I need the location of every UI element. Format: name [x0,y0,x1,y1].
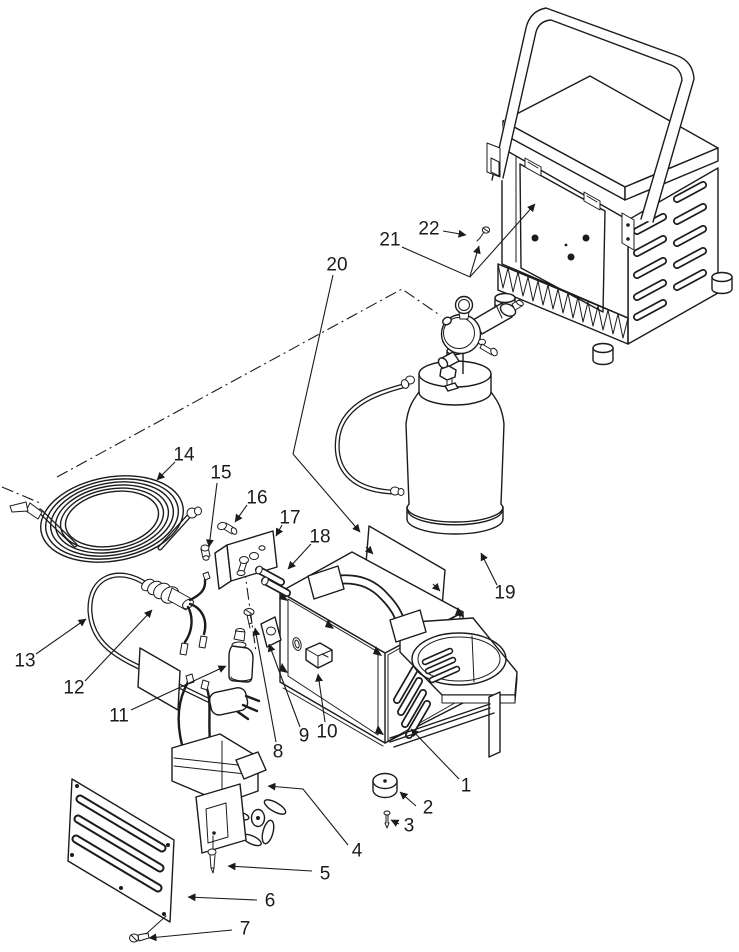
spacer-cylinders-18 [255,565,291,597]
callout-11-leader [130,665,227,711]
callout-8-label: 8 [273,742,284,763]
fitting-16 [217,521,238,535]
callout-2-leader [399,791,417,807]
callout-15-label: 15 [210,463,231,484]
callout-9-leader [267,643,301,728]
callout-14-label: 14 [173,445,195,466]
callout-12-label: 12 [63,678,84,699]
callout-6-leader [187,893,258,902]
part-22-screw [469,226,491,277]
motor-fan-drawing [171,673,287,874]
callout-9-label: 9 [299,726,310,747]
alignment-axis-lines [1,288,442,653]
housing-louvers [393,665,431,739]
regulator-bracket-drawing [200,521,291,597]
callout-11-label: 11 [109,706,129,727]
callout-10-leader [315,673,326,723]
power-cord-drawing [87,571,261,721]
door-hole [582,234,590,242]
carry-handle-loop [491,7,695,223]
callout-5-leader [227,862,313,872]
tank-regulator-head [437,295,524,392]
strain-relief-boot [141,578,194,611]
housing-handle [307,565,427,643]
main-unit-louvers [633,181,707,321]
callout-17-leader [275,524,284,537]
switch-10 [292,637,333,669]
cap-2 [372,772,398,799]
pressure-tank-drawing [334,295,524,535]
callout-7-leader [148,929,233,942]
tank-hose [334,375,415,496]
callout-3-leader [390,819,400,827]
alignment-marks [279,591,464,735]
callout-14-leader [156,461,176,481]
callout-20-leader [292,274,361,533]
plate-9 [260,616,282,648]
callout-16-leader [234,504,248,523]
cup-holder-platform [399,617,518,704]
callout-21-label: 21 [379,230,400,251]
callout-5-label: 5 [320,864,331,885]
oil-bottle [228,628,254,683]
screw-8 [243,608,255,629]
side-panel-drawing [67,778,175,943]
screw-7 [129,915,167,943]
callout-22-leader [442,229,467,238]
callout-13-leader [35,618,87,655]
door-hole [531,234,539,242]
callout-8-leader [252,627,277,743]
callout-19-label: 19 [494,583,515,604]
callout-21-leader [401,203,536,278]
callout-1-leader [410,728,460,780]
panel-louvers [71,794,167,893]
main-unit-drawing [469,7,733,366]
callout-1-label: 1 [461,776,472,797]
screw-3 [383,810,391,829]
hose-end-fitting [9,501,202,520]
callout-20-label: 20 [326,255,347,276]
boot-wires [179,571,211,656]
small-parts-drawing [243,608,398,829]
hose-coil-drawing [9,475,202,563]
callout-17-label: 17 [279,508,300,529]
fitting-15 [200,544,211,561]
callout-2-label: 2 [423,798,434,819]
callout-19-leader [480,552,498,586]
callout-18-leader [287,543,312,570]
callout-12-leader [84,609,153,682]
callout-4-label: 4 [352,841,363,862]
handle-mount-plate [621,212,635,251]
callout-15-leader [205,482,218,548]
door-hole [567,253,575,261]
callout-3-label: 3 [404,816,415,837]
callout-18-label: 18 [309,527,330,548]
callout-4-leader [267,782,349,846]
callout-7-label: 7 [240,919,251,940]
insulator-sheet [137,647,181,711]
callout-10-label: 10 [316,722,337,743]
screw-5 [207,835,217,874]
callout-6-label: 6 [265,891,276,912]
callout-13-label: 13 [14,651,35,672]
base-spring-band [497,263,629,345]
housing-box-drawing [279,551,518,758]
power-plug [208,687,261,721]
callout-22-label: 22 [418,219,439,240]
housing-leg [488,691,501,758]
callout-16-label: 16 [246,488,267,509]
